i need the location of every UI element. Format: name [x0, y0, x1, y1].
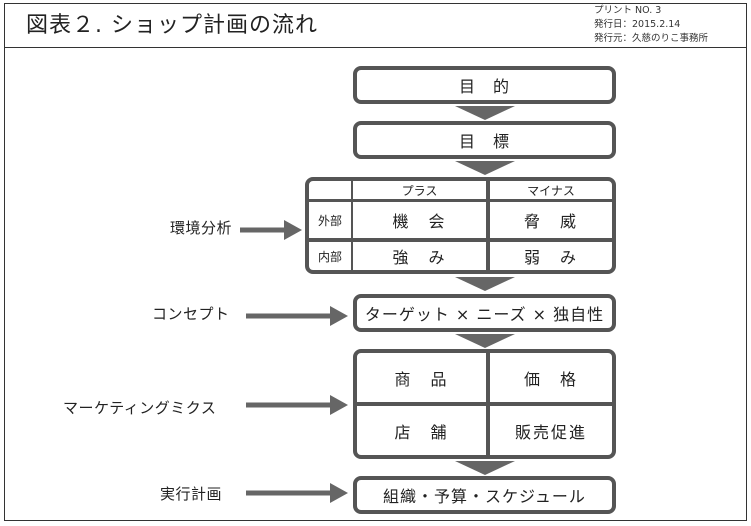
concept-label: ターゲット × ニーズ × 独自性	[364, 305, 605, 324]
swot-row-external: 外部	[317, 213, 342, 228]
arrow-right-icon	[246, 306, 348, 326]
swot-col-plus: プラス	[401, 183, 438, 198]
side-label-marketing-mix: マーケティングミクス	[63, 399, 217, 417]
swot-threat: 脅 威	[523, 212, 578, 231]
swot-strength: 強 み	[392, 248, 447, 267]
grid-divider	[351, 181, 353, 270]
purpose-label: 目 的	[458, 77, 510, 96]
page-title: 図表２. ショップ計画の流れ	[26, 13, 318, 38]
grid-divider	[309, 238, 612, 242]
swot-col-minus: マイナス	[527, 183, 575, 198]
side-label-action-plan: 実行計画	[160, 485, 223, 503]
issue-date: 発行日：2015.2.14	[594, 19, 681, 30]
grid-divider	[486, 181, 490, 270]
side-label-environment: 環境分析	[170, 219, 233, 237]
mix-promotion: 販売促進	[514, 422, 587, 442]
purpose-box: 目 的	[353, 66, 616, 104]
grid-divider	[309, 199, 612, 202]
plan-box: 組織・予算・スケジュール	[353, 476, 616, 514]
mix-product: 商 品	[394, 369, 449, 389]
swot-weakness: 弱 み	[523, 248, 578, 267]
arrow-right-icon	[246, 483, 348, 503]
swot-row-internal: 内部	[317, 249, 342, 264]
arrow-down-icon	[455, 161, 515, 175]
swot-opportunity: 機 会	[392, 212, 447, 231]
goal-label: 目 標	[458, 132, 510, 151]
swot-grid: プラス マイナス 外部 内部 機 会 脅 威 強 み 弱 み	[305, 177, 616, 274]
arrow-right-icon	[246, 395, 348, 415]
plan-label: 組織・予算・スケジュール	[383, 487, 586, 506]
arrow-down-icon	[455, 277, 515, 291]
side-label-concept: コンセプト	[152, 305, 230, 323]
arrow-down-icon	[455, 461, 515, 475]
arrow-down-icon	[455, 106, 515, 120]
concept-box: ターゲット × ニーズ × 独自性	[353, 294, 616, 332]
arrow-right-icon	[240, 220, 302, 240]
mix-place: 店 舗	[394, 422, 449, 442]
goal-box: 目 標	[353, 121, 616, 159]
page-frame	[4, 3, 747, 521]
marketing-mix-grid: 商 品 価 格 店 舗 販売促進	[353, 349, 616, 459]
grid-divider	[357, 402, 612, 406]
arrow-down-icon	[455, 334, 515, 348]
header-divider	[4, 47, 747, 48]
mix-price: 価 格	[523, 369, 578, 389]
print-number: プリント NO. 3	[594, 5, 662, 16]
publisher: 発行元：久慈のりこ事務所	[594, 33, 709, 44]
